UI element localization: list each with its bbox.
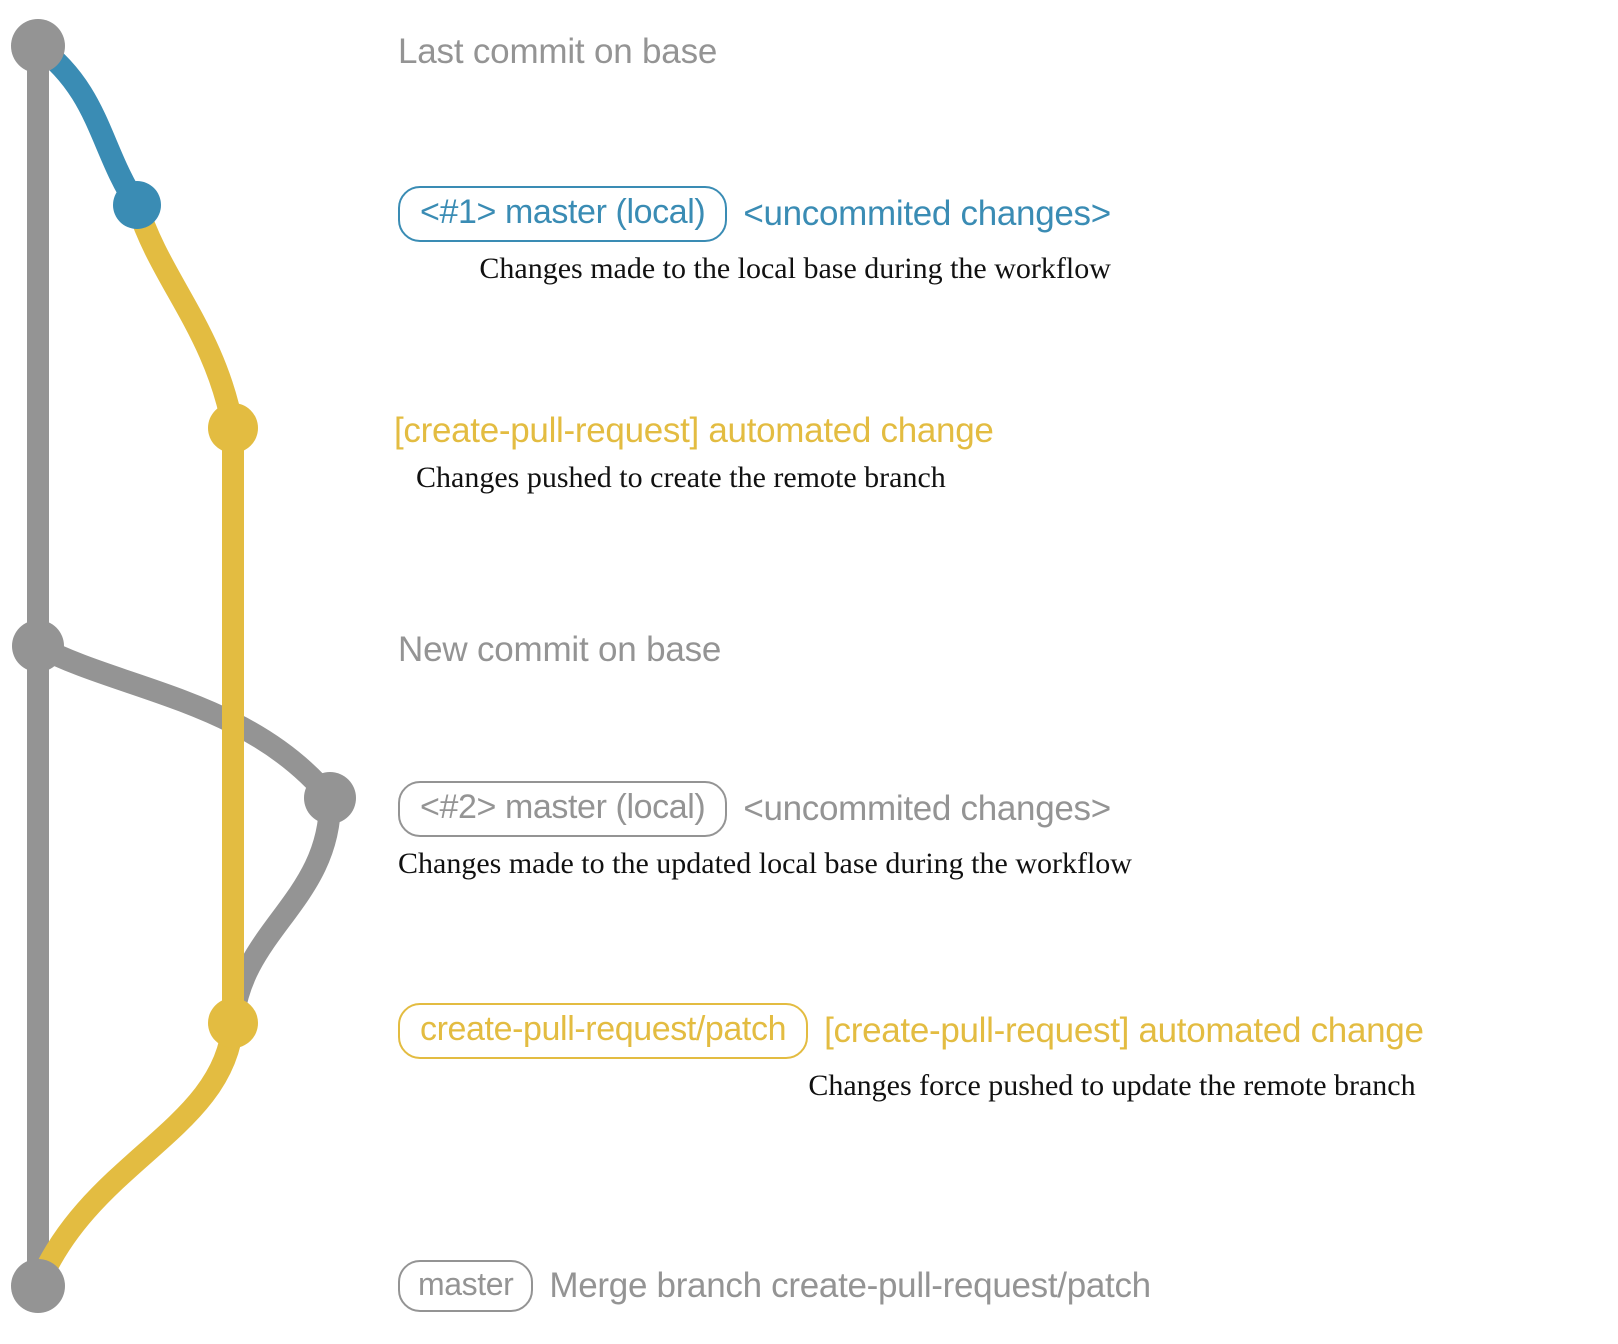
branch-badge-master-local-1[interactable]: <#1> master (local): [398, 186, 728, 242]
row-master-local-2: <#2> master (local) <uncommited changes>…: [398, 781, 1132, 881]
commit-message: <uncommited changes>: [743, 193, 1111, 233]
branch-badge-master[interactable]: master: [398, 1260, 534, 1312]
commit-message: <uncommited changes>: [743, 788, 1111, 828]
edge-patch2-to-merge: [27, 1012, 244, 1297]
row-headline: Last commit on base: [398, 32, 717, 72]
row-last-commit-on-base: Last commit on base: [398, 32, 717, 72]
edge-local1-to-patch1: [126, 194, 244, 439]
row-headline: <#1> master (local) <uncommited changes>: [398, 186, 1111, 242]
commit-node-new-commit-on-base[interactable]: [12, 620, 64, 672]
row-merge: master Merge branch create-pull-request/…: [398, 1260, 1151, 1312]
commit-description: Changes force pushed to update the remot…: [808, 1068, 1416, 1102]
row-automated-change-1: [create-pull-request] automated change C…: [394, 411, 994, 495]
row-headline: New commit on base: [398, 630, 721, 670]
commit-message: [create-pull-request] automated change: [394, 411, 994, 450]
row-master-local-1: <#1> master (local) <uncommited changes>…: [398, 186, 1111, 286]
commit-message: Merge branch create-pull-request/patch: [549, 1265, 1151, 1305]
row-headline: master Merge branch create-pull-request/…: [398, 1260, 1151, 1312]
row-headline: create-pull-request/patch [create-pull-r…: [398, 1003, 1424, 1059]
commit-message: New commit on base: [398, 630, 722, 669]
commit-node-master-local-1[interactable]: [113, 181, 161, 229]
branch-badge-create-pull-request-patch[interactable]: create-pull-request/patch: [398, 1003, 809, 1059]
edge-base-to-local2: [27, 635, 341, 809]
commit-description: Changes made to the local base during th…: [479, 251, 1111, 285]
commit-node-automated-change-2[interactable]: [208, 998, 258, 1048]
row-new-commit-on-base: New commit on base: [398, 630, 721, 670]
branch-badge-master-local-2[interactable]: <#2> master (local): [398, 781, 728, 837]
commit-message: [create-pull-request] automated change: [824, 1010, 1424, 1050]
commit-node-last-commit-on-base[interactable]: [11, 19, 65, 73]
row-headline: [create-pull-request] automated change: [394, 411, 994, 451]
row-headline: <#2> master (local) <uncommited changes>: [398, 781, 1132, 837]
commit-node-automated-change-1[interactable]: [208, 403, 258, 453]
commit-description: Changes pushed to create the remote bran…: [416, 461, 946, 494]
commit-node-merge[interactable]: [11, 1259, 65, 1313]
commit-node-master-local-2[interactable]: [304, 772, 356, 824]
commit-message: Last commit on base: [398, 32, 718, 71]
row-automated-change-2: create-pull-request/patch [create-pull-r…: [398, 1003, 1424, 1103]
commit-description: Changes made to the updated local base d…: [398, 846, 1132, 880]
